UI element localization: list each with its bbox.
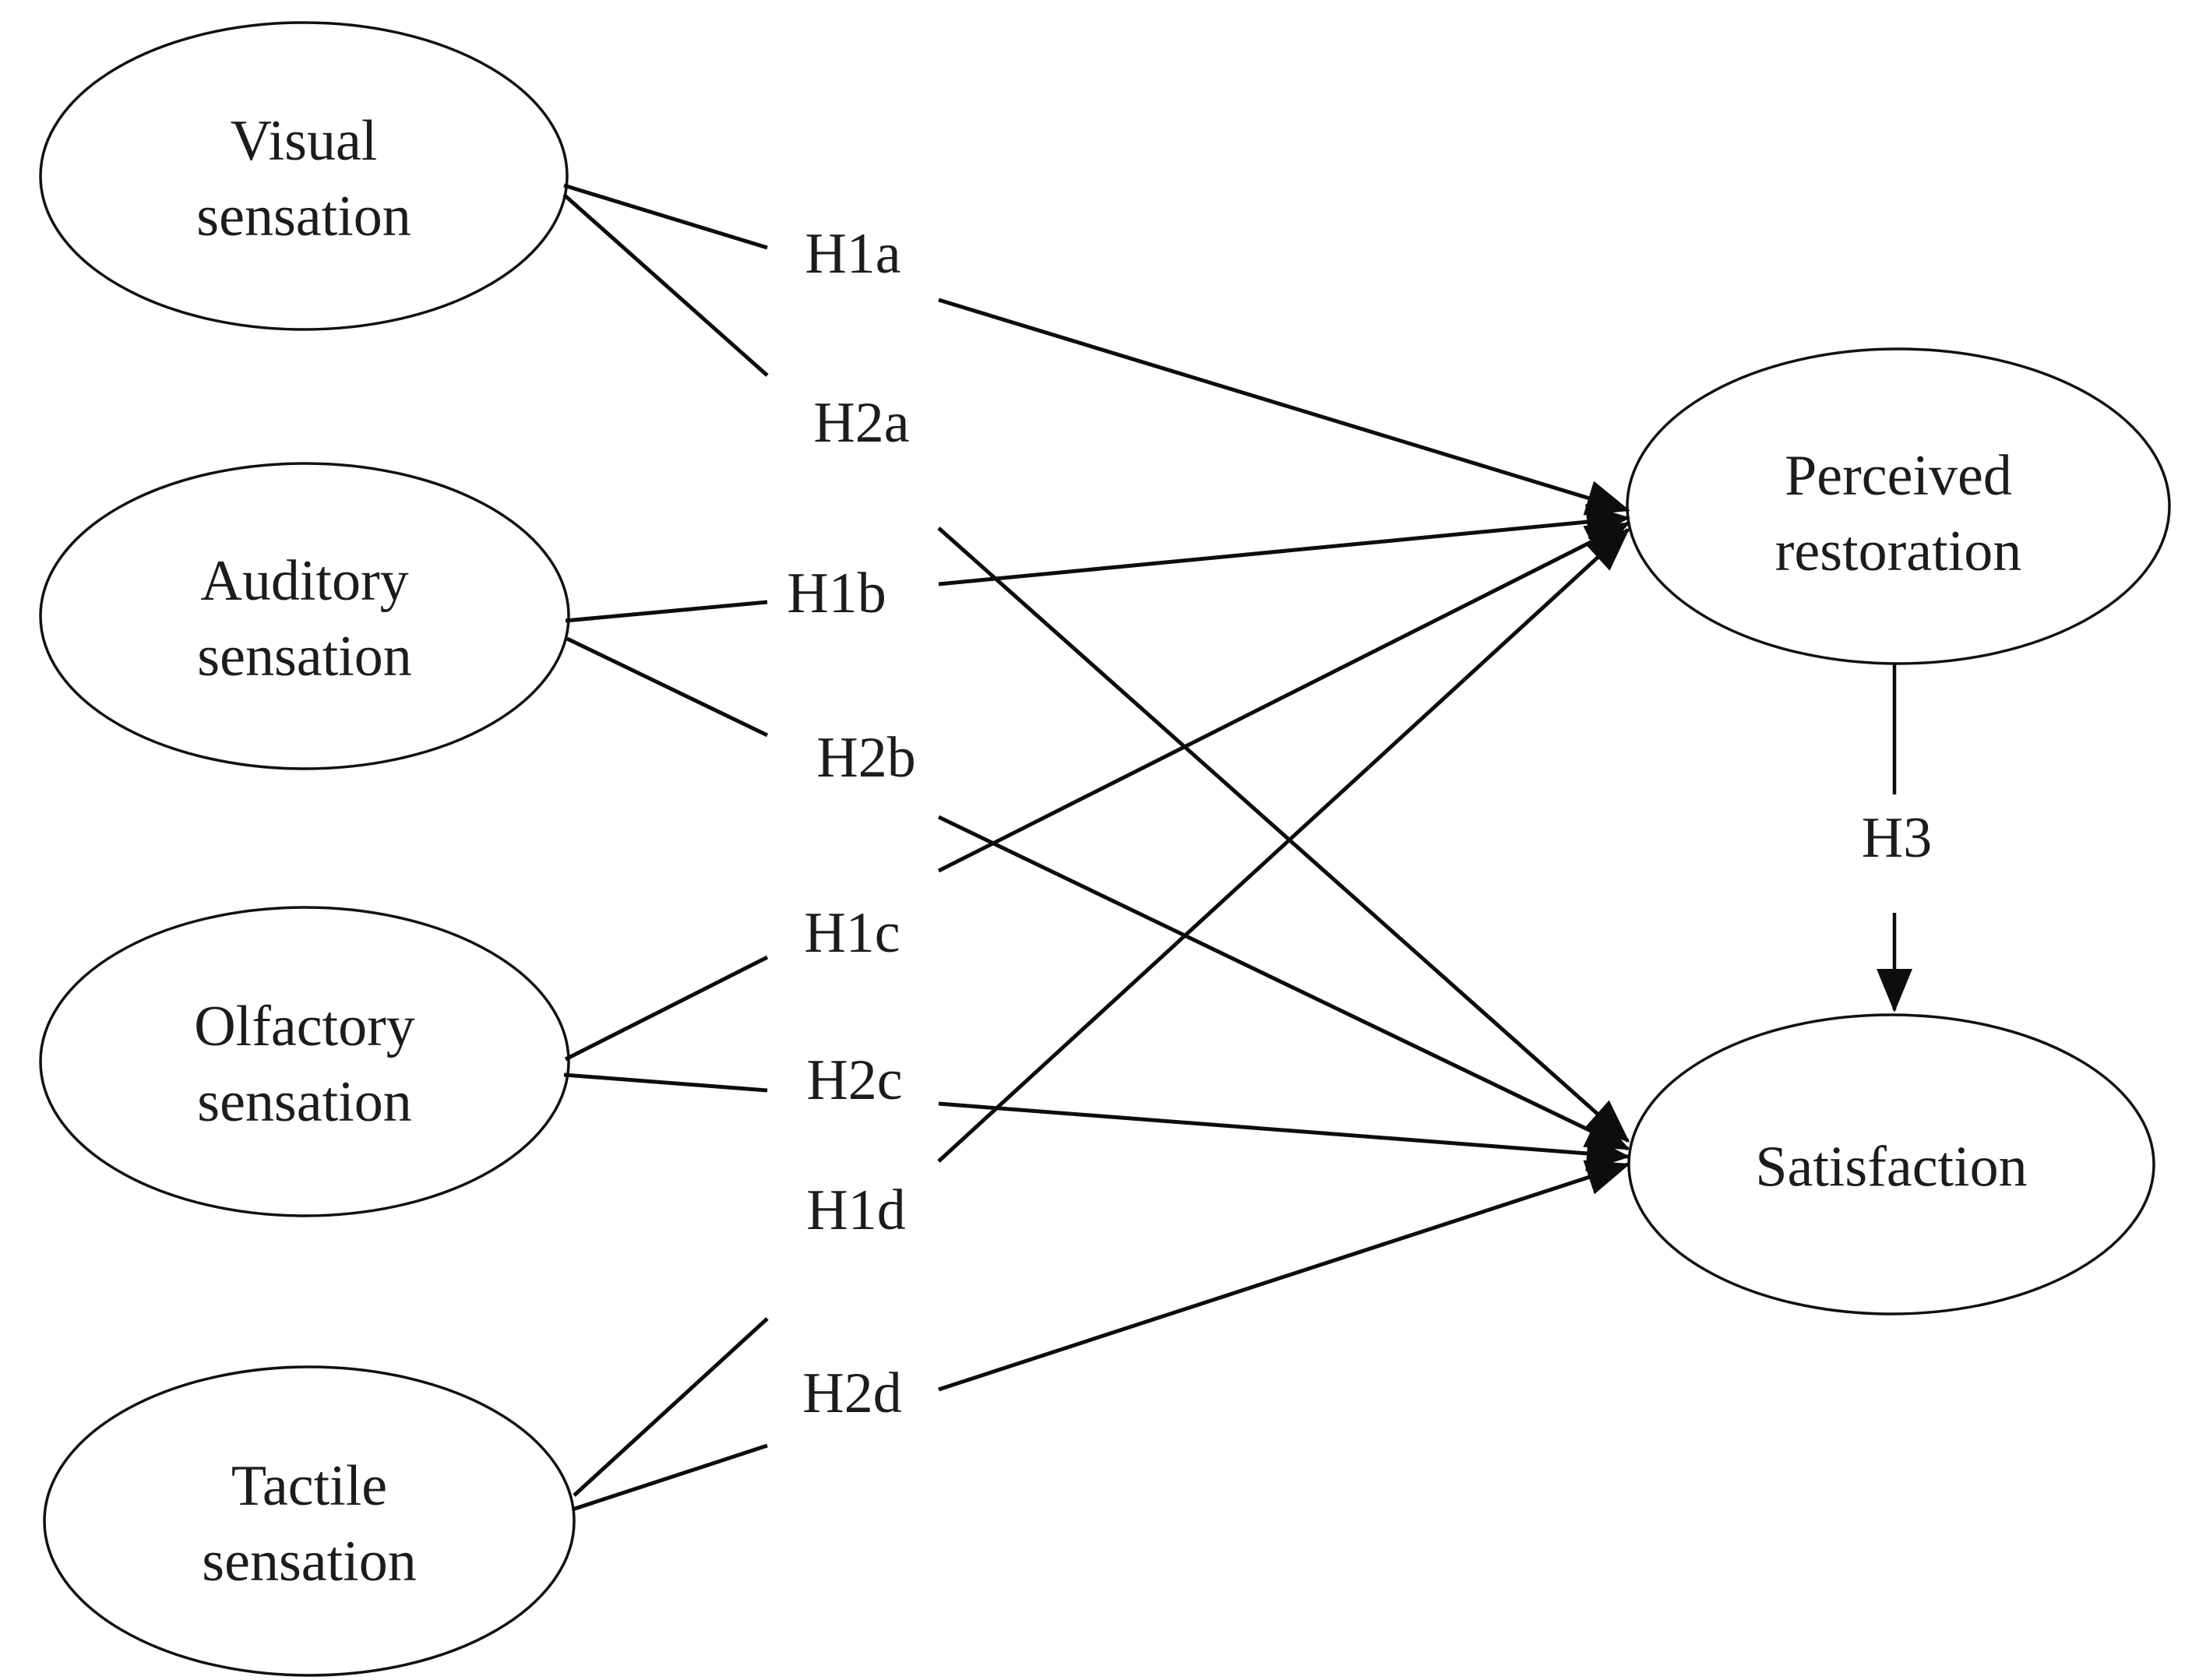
node-label-visual: Visual sensation [196, 104, 411, 255]
edge-line-h1c [937, 521, 1630, 873]
node-label-line: restoration [1774, 519, 2022, 583]
edge-line-h2b [937, 815, 1630, 1151]
node-label-line: Olfactory [194, 995, 415, 1058]
node-ellipse-visual [39, 21, 569, 331]
node-label-tactile: Tactile sensation [202, 1449, 416, 1600]
node-ellipse-tactile [43, 1365, 576, 1677]
node-label-line: Perceived [1785, 444, 2012, 508]
node-label-satisfaction: Satisfaction [1755, 1130, 2027, 1206]
edge-line-h1c-stub [564, 955, 769, 1062]
edge-line-h2b-stub [566, 636, 769, 738]
edge-line-h2a [937, 527, 1630, 1143]
edge-lines [562, 183, 1912, 1512]
node-ellipse-olfactory [39, 906, 570, 1217]
edge-line-h1d [937, 527, 1630, 1163]
edge-line-h2a-stub [562, 193, 769, 377]
node-label-line: Satisfaction [1755, 1135, 2028, 1199]
node-label-line: sensation [196, 185, 411, 248]
edge-label-h1b: H1b [787, 562, 886, 625]
edge-line-h2c [938, 1101, 1630, 1171]
edge-label-h1d: H1d [806, 1178, 906, 1242]
node-label-line: sensation [197, 1070, 412, 1134]
edge-label-h2c: H2c [806, 1048, 903, 1112]
node-label-auditory: Auditory sensation [197, 544, 411, 695]
node-ellipse-auditory [39, 462, 570, 770]
edge-line-h1a-stub [563, 183, 768, 250]
edge-line-h2d-stub [572, 1443, 768, 1512]
edge-line-h2d [938, 1160, 1630, 1392]
edge-line-h1d-stub [573, 1317, 769, 1497]
edge-label-h1a: H1a [805, 222, 901, 286]
node-label-line: Visual [230, 109, 378, 173]
node-label-perceived-restoration: Perceived restoration [1775, 438, 2021, 590]
node-label-line: sensation [197, 625, 412, 689]
edge-label-h1c: H1c [804, 901, 900, 965]
node-label-olfactory: Olfactory sensation [194, 989, 415, 1140]
node-label-line: Tactile [231, 1454, 388, 1518]
edge-line-h2c-stub [563, 1072, 768, 1093]
node-label-line: Auditory [200, 549, 409, 613]
edge-label-h2b: H2b [816, 726, 916, 790]
node-label-line: sensation [202, 1530, 417, 1594]
edge-label-h2d: H2d [802, 1361, 902, 1425]
edge-label-h3: H3 [1861, 806, 1933, 870]
edge-line-h1b-stub [565, 600, 768, 623]
edge-label-h2a: H2a [813, 391, 910, 455]
edge-line-h1b [938, 504, 1630, 586]
edge-line-h1a [938, 298, 1630, 516]
